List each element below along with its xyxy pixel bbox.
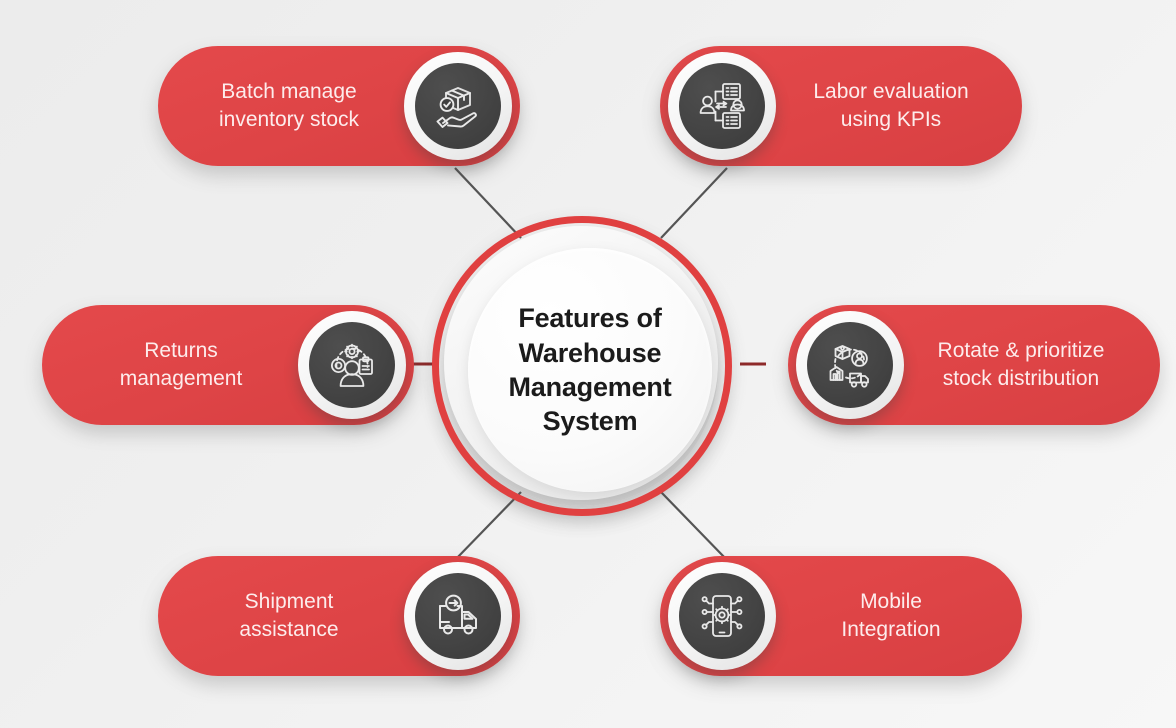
hand-holding-box-check-icon [415, 63, 501, 149]
person-gear-clipboard-icon [309, 322, 395, 408]
feature-pill-mobile-integration[interactable]: Mobile Integration [660, 556, 1022, 676]
feature-pill-labor-evaluation-using-kpis[interactable]: Labor evaluation using KPIs [660, 46, 1022, 166]
connector-batch [454, 167, 522, 239]
connector-shipment [454, 491, 522, 561]
supply-chain-network-icon [807, 322, 893, 408]
connector-labor [660, 167, 728, 239]
feature-icon-badge [668, 562, 776, 670]
feature-label: Labor evaluation using KPIs [813, 80, 969, 131]
feature-label: Rotate & prioritize stock distribution [937, 339, 1105, 390]
delivery-truck-arrow-icon [415, 573, 501, 659]
feature-icon-badge [796, 311, 904, 419]
feature-icon-badge [298, 311, 406, 419]
feature-pill-shipment-assistance[interactable]: Shipment assistance [158, 556, 520, 676]
feature-label: Shipment assistance [239, 590, 339, 641]
feature-label: Returns management [119, 339, 243, 390]
feature-label: Mobile Integration [841, 590, 941, 641]
feature-icon-badge [668, 52, 776, 160]
feature-icon-badge [404, 562, 512, 670]
smartphone-gear-circuit-icon [679, 573, 765, 659]
people-kpi-checklist-icon [679, 63, 765, 149]
feature-icon-badge [404, 52, 512, 160]
feature-pill-batch-manage-inventory-stock[interactable]: Batch manage inventory stock [158, 46, 520, 166]
feature-label: Batch manage inventory stock [218, 80, 360, 131]
connector-mobile [660, 491, 728, 561]
central-hub: Features of Warehouse Management System [432, 216, 732, 516]
feature-pill-returns-management[interactable]: Returns management [42, 305, 414, 425]
hub-red-ring [432, 216, 732, 516]
feature-pill-rotate-prioritize-stock-distribution[interactable]: Rotate & prioritize stock distribution [788, 305, 1160, 425]
